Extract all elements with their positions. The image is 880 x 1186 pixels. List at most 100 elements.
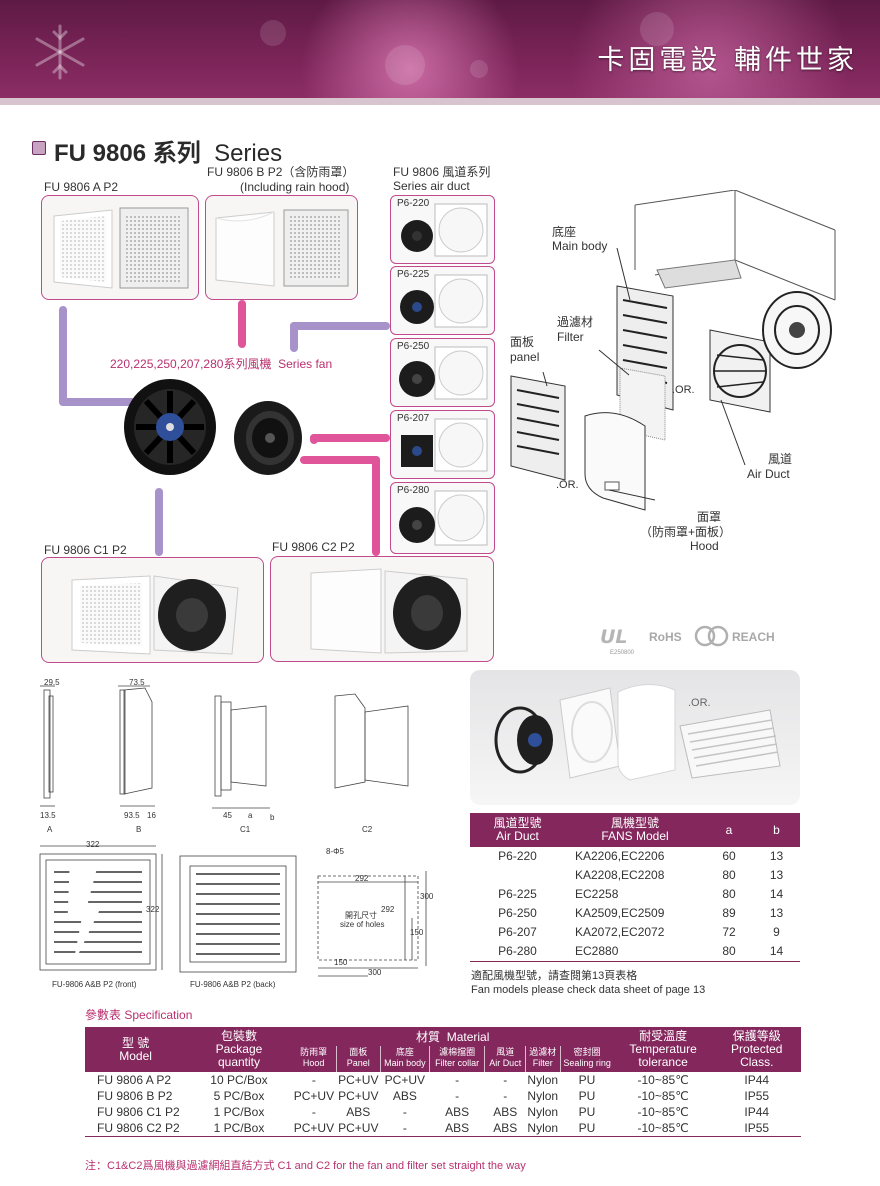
- dim-c1-1: 45: [223, 811, 232, 820]
- svg-text:UL: UL: [600, 626, 628, 648]
- dim-b-bottom1: 93.5: [124, 811, 140, 820]
- label-air-duct-cn: 風道: [768, 452, 793, 466]
- label-b-p2: FU 9806 B P2（含防雨罩）: [207, 165, 355, 179]
- drawing-label-c2: C2: [362, 825, 373, 834]
- dim-c1-b: b: [270, 813, 275, 822]
- dim-holes: 8-Φ5: [326, 847, 344, 856]
- connector-line: [310, 434, 318, 444]
- label-hood-cn: 面罩: [697, 510, 722, 524]
- cutout-label-en: size of holes: [340, 920, 385, 929]
- technical-drawings: [39, 685, 427, 977]
- connector-line: [155, 488, 163, 556]
- snowflake-icon: [35, 24, 85, 80]
- title-bullet-icon: [32, 141, 46, 155]
- header-b: b: [753, 813, 800, 847]
- label-duct-series-en: Series air duct: [393, 179, 470, 193]
- spec-title: 參數表 Specification: [85, 1008, 193, 1022]
- photo-b-p2: [205, 195, 358, 300]
- certification-logos: UL RoHS REACH E250800: [600, 624, 785, 656]
- exploded-view-diagram: [510, 190, 836, 511]
- fan-large-image: [124, 379, 216, 475]
- duct-p6-207: P6-207: [390, 410, 495, 479]
- reach-logo: REACH: [732, 630, 775, 644]
- dim-cut-width: 292: [355, 874, 369, 883]
- duct-code: P6-280: [397, 485, 430, 496]
- header-duct-en: Air Duct: [496, 829, 539, 843]
- photo-c1-p2: [41, 557, 264, 663]
- label-a-p2: FU 9806 A P2: [44, 180, 119, 194]
- dim-front-height: 322: [146, 905, 160, 914]
- label-or: .OR.: [672, 384, 695, 396]
- duct-code: P6-225: [397, 269, 430, 280]
- duct-code: P6-250: [397, 341, 430, 352]
- label-filter-cn: 過濾材: [557, 315, 594, 329]
- photo-c2-p2: [270, 556, 494, 662]
- drawing-label-a: A: [47, 825, 53, 834]
- caption-front: FU-9806 A&B P2 (front): [52, 980, 137, 989]
- label-panel-en: panel: [510, 350, 540, 364]
- spec-footnote: 注：C1&C2爲風機與過濾網組直結方式 C1 and C2 for the fa…: [85, 1160, 526, 1172]
- label-hood-cn2: （防雨罩+面板）: [640, 525, 732, 539]
- drawing-label-b: B: [136, 825, 142, 834]
- dim-b-top: 73.5: [129, 678, 145, 687]
- label-c1-p2: FU 9806 C1 P2: [44, 543, 127, 557]
- dim-outer-height: 300: [420, 892, 434, 901]
- connector-line: [290, 322, 298, 352]
- dim-half-height: 150: [410, 928, 424, 937]
- duct-p6-280: P6-280: [390, 482, 495, 554]
- label-panel-cn: 面板: [510, 335, 535, 349]
- dim-front-width: 322: [86, 840, 100, 849]
- header-banner: 卡固電設 輔件世家: [0, 0, 880, 105]
- duct-p6-220: P6-220: [390, 195, 495, 264]
- dim-cut-height: 292: [381, 905, 395, 914]
- connector-line: [59, 398, 141, 406]
- duct-p6-225: P6-225: [390, 266, 495, 335]
- header-duct-cn: 風道型號: [493, 816, 542, 830]
- duct-p6-250: P6-250: [390, 338, 495, 407]
- label-or: .OR.: [688, 697, 711, 709]
- duct-code: P6-220: [397, 198, 430, 209]
- banner-title: 卡固電設 輔件世家: [597, 45, 858, 76]
- dim-a-top: 29.5: [44, 678, 60, 687]
- series-title: FU 9806 系列 Series: [54, 140, 283, 167]
- cutout-label-cn: 開孔尺寸: [345, 911, 377, 920]
- label-fan-series: 220,225,250,207,280系列風機 Series fan: [110, 357, 333, 371]
- dim-half-width: 150: [334, 958, 348, 967]
- label-filter-en: Filter: [557, 330, 584, 344]
- drawing-label-c1: C1: [240, 825, 251, 834]
- dim-a-bottom: 13.5: [40, 811, 56, 820]
- connector-line: [372, 456, 380, 556]
- photo-a-p2: [41, 195, 199, 300]
- ul-code: E250800: [610, 650, 635, 656]
- fan-table-note-en: Fan models please check data sheet of pa…: [471, 984, 706, 996]
- connector-line: [59, 306, 67, 406]
- header-fans-cn: 風機型號: [610, 816, 659, 830]
- duct-code: P6-207: [397, 413, 430, 424]
- label-main-body-cn: 底座: [552, 225, 577, 239]
- fan-small-image: [234, 401, 302, 475]
- rohs-logo: RoHS: [649, 630, 682, 644]
- label-main-body-en: Main body: [552, 239, 608, 253]
- fan-table-note-cn: 適配風機型號，請查閱第13頁表格: [471, 970, 638, 982]
- assembly-photo: .OR.: [470, 670, 800, 805]
- label-b-p2-en: (Including rain hood): [240, 180, 350, 194]
- label-air-duct-en: Air Duct: [747, 467, 790, 481]
- label-duct-series: FU 9806 風道系列: [393, 165, 491, 179]
- header-fans-en: FANS Model: [601, 829, 669, 843]
- connector-line: [310, 434, 390, 442]
- label-hood-en: Hood: [690, 539, 719, 553]
- label-or: .OR.: [556, 479, 579, 491]
- header-a: a: [705, 813, 753, 847]
